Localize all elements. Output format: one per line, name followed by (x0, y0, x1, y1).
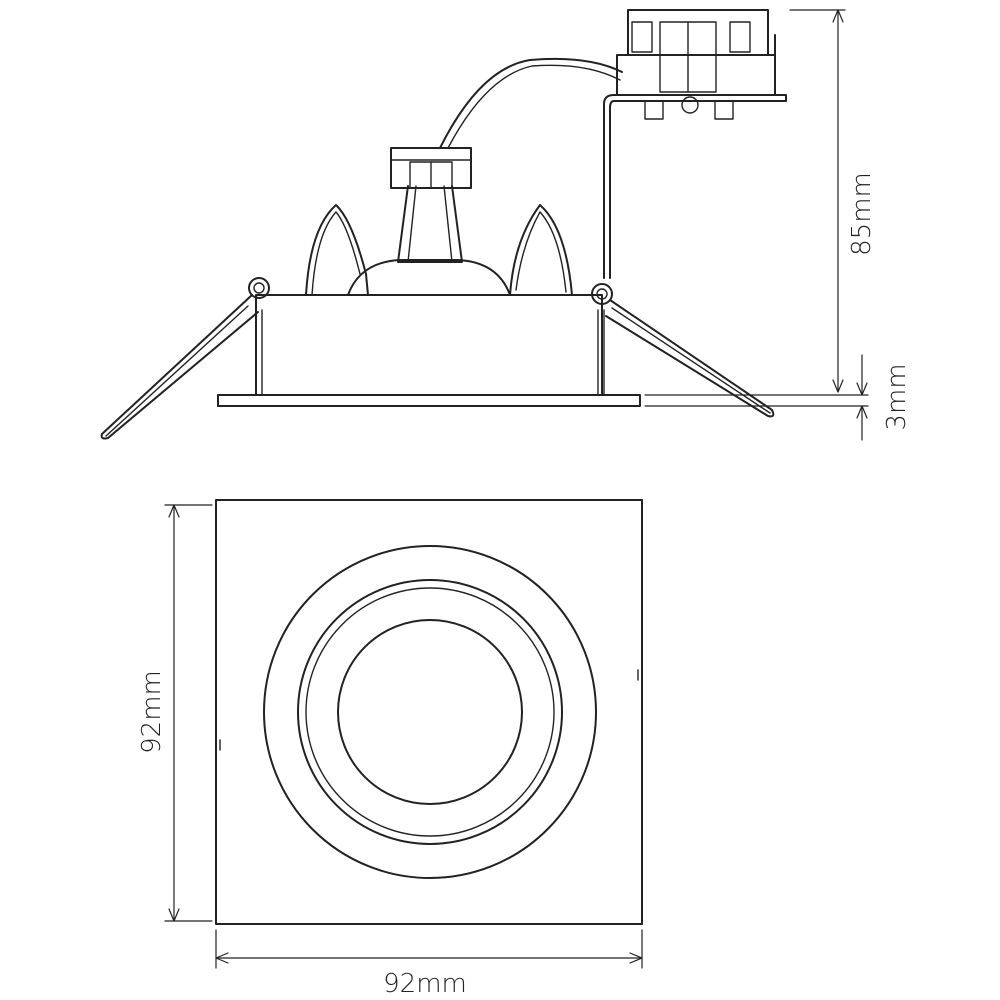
side-screw-c (681, 96, 699, 114)
dimension-lines-side (644, 9, 869, 441)
side-terminal-slot-c (631, 21, 653, 53)
side-screw-a (644, 100, 664, 120)
dim-label-height: 85mm (847, 172, 877, 256)
side-spring-clip-left-inner (105, 305, 249, 437)
side-bracket (603, 94, 787, 279)
side-terminal-slot-d (729, 21, 751, 53)
side-clip-pivot-left-inner (253, 282, 265, 294)
dim-arrow-height-top (832, 9, 844, 23)
side-spring-clip-right-inner (611, 307, 771, 414)
side-lamp-holder-line-a (407, 185, 417, 263)
side-fin-left-inner (311, 211, 361, 296)
side-screw-b (714, 100, 734, 120)
side-lamp-holder-line-b (443, 185, 453, 263)
front-view (215, 499, 643, 925)
side-housing (255, 294, 603, 396)
front-mid-ring-inner (305, 587, 555, 837)
dim-arrow-plate-width-right (629, 952, 643, 964)
side-lamp-dome (347, 259, 511, 296)
side-terminal-top (627, 9, 769, 56)
side-terminal-block (616, 54, 776, 96)
dim-arrow-plate-height-top (168, 504, 180, 518)
side-cable-second (447, 64, 621, 149)
dim-arrow-plate-height-bottom (168, 908, 180, 922)
front-square-plate (215, 499, 643, 925)
dim-arrow-trim-lower (856, 405, 868, 419)
dim-label-plate-width: 92mm (383, 969, 467, 999)
front-mid-ring (297, 579, 563, 845)
side-cable (439, 57, 623, 149)
side-view (100, 9, 787, 440)
side-clip-pivot-left (248, 277, 270, 299)
side-fin-left (305, 204, 369, 296)
dimension-lines-front (164, 504, 643, 969)
side-lamp-holder (397, 185, 463, 263)
side-trim-plate (217, 394, 641, 407)
side-clip-pivot-right (591, 283, 613, 305)
side-fin-right (509, 204, 573, 296)
dim-arrow-trim-upper (856, 382, 868, 396)
front-outer-ring (263, 545, 597, 879)
side-clip-pivot-right-inner (596, 288, 608, 300)
side-fin-right-inner (515, 211, 567, 293)
front-lens-ring (337, 619, 523, 805)
side-spring-clip-left (100, 294, 259, 440)
dim-arrow-plate-width-left (215, 952, 229, 964)
dim-label-plate-height: 92mm (137, 670, 167, 754)
side-spring-clip-right (605, 299, 775, 418)
dim-arrow-height-bottom (832, 379, 844, 393)
dim-label-trim: 3mm (882, 363, 912, 430)
